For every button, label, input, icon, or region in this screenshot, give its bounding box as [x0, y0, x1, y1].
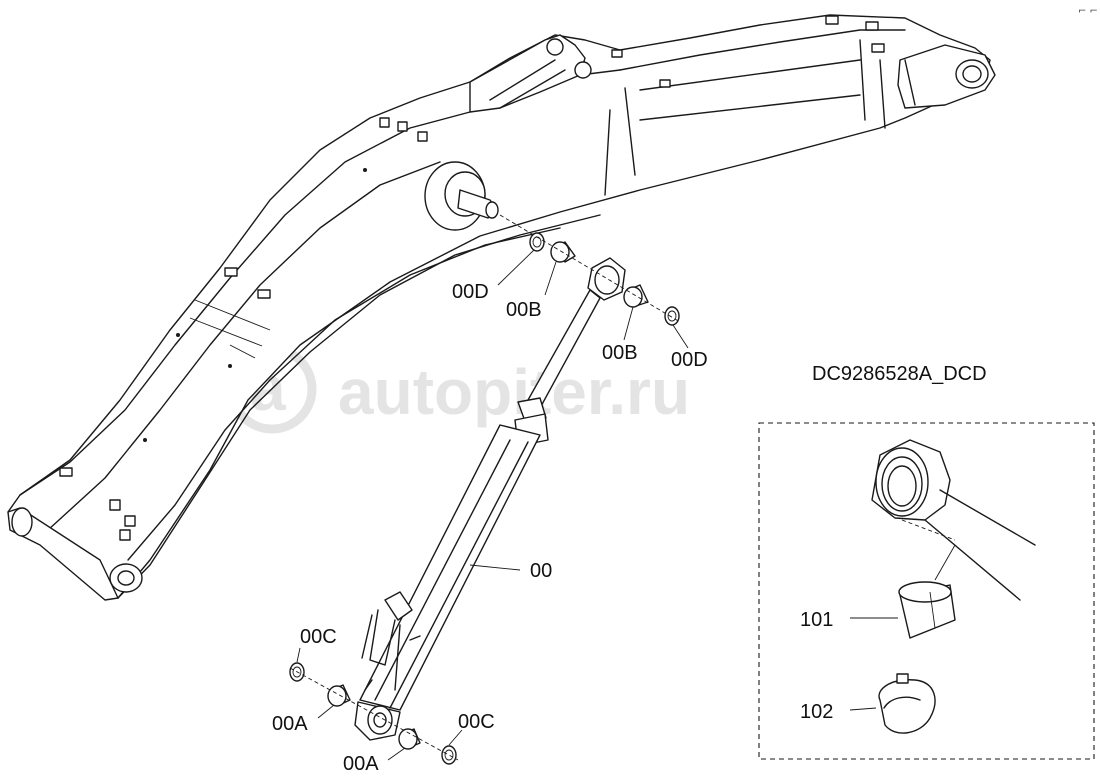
- label-00B-left: 00B: [506, 299, 542, 321]
- watermark: a autopiter.ru: [227, 344, 690, 434]
- label-00B-right: 00B: [602, 342, 638, 364]
- label-00C-right: 00C: [458, 711, 495, 733]
- label-102: 102: [800, 701, 833, 723]
- label-00C-left: 00C: [300, 626, 337, 648]
- reference-code: DC9286528A_DCD: [812, 363, 987, 385]
- label-101: 101: [800, 609, 833, 631]
- label-00A-right: 00A: [343, 753, 379, 775]
- leader-lines: [296, 249, 689, 761]
- corner-mark: ⌐ ⌐: [1078, 6, 1098, 17]
- boom-cylinder: [354, 257, 626, 741]
- watermark-text: autopiter.ru: [338, 356, 690, 428]
- label-00D-left: 00D: [452, 281, 489, 303]
- pin-parts: [289, 214, 681, 765]
- label-00D-right: 00D: [671, 349, 708, 371]
- label-00: 00: [530, 560, 552, 582]
- detail-inset: [758, 422, 1095, 760]
- boom-arm: [7, 14, 996, 601]
- label-00A-left: 00A: [272, 713, 308, 735]
